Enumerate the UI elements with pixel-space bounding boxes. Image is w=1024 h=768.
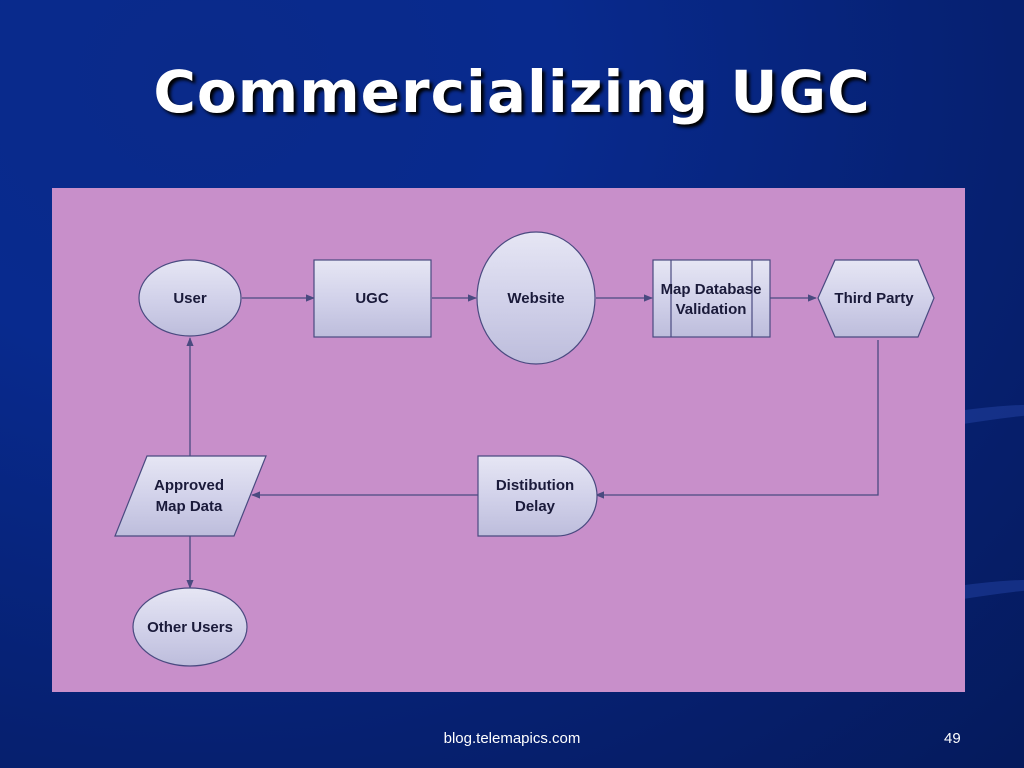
node-map-database-shape xyxy=(652,259,771,338)
connectors xyxy=(186,294,879,589)
node-user: User xyxy=(138,259,242,337)
node-third-party: Third Party xyxy=(817,259,935,338)
node-distribution-delay: Distibution Delay xyxy=(477,455,598,537)
page-number: 49 xyxy=(944,730,961,747)
node-user-label: User xyxy=(173,290,207,307)
node-third-party-label: Third Party xyxy=(834,290,914,307)
diagram-panel: User UGC Website Map Database Validation… xyxy=(52,188,965,692)
node-approved-label-line2: Map Data xyxy=(156,498,223,515)
footer-url: blog.telemapics.com xyxy=(443,730,581,747)
node-distribution-label-line1: Distibution xyxy=(496,477,574,494)
node-map-database-label-line2: Validation xyxy=(676,301,747,318)
node-website-label: Website xyxy=(507,290,564,307)
node-user-shape xyxy=(138,259,242,337)
node-third-party-shape xyxy=(817,259,935,338)
node-other-users-shape xyxy=(132,587,248,667)
node-other-users-label: Other Users xyxy=(147,619,233,636)
node-website-shape xyxy=(476,231,596,365)
node-map-database-label-line1: Map Database xyxy=(661,281,762,298)
node-distribution-label-line2: Delay xyxy=(515,498,556,515)
node-website: Website xyxy=(476,231,596,365)
node-ugc-label: UGC xyxy=(355,290,389,307)
node-approved-shape xyxy=(114,455,267,537)
node-map-database-validation: Map Database Validation xyxy=(652,259,771,338)
node-ugc: UGC xyxy=(313,259,432,338)
node-approved-label-line1: Approved xyxy=(154,477,224,494)
flowchart: User UGC Website Map Database Validation… xyxy=(114,231,935,667)
connector-thirdparty-to-distribution xyxy=(595,340,879,499)
slide-title: Commercializing UGC xyxy=(153,58,871,126)
node-other-users: Other Users xyxy=(132,587,248,667)
node-ugc-shape xyxy=(313,259,432,338)
node-distribution-shape xyxy=(477,455,598,537)
node-approved-map-data: Approved Map Data xyxy=(114,455,267,537)
